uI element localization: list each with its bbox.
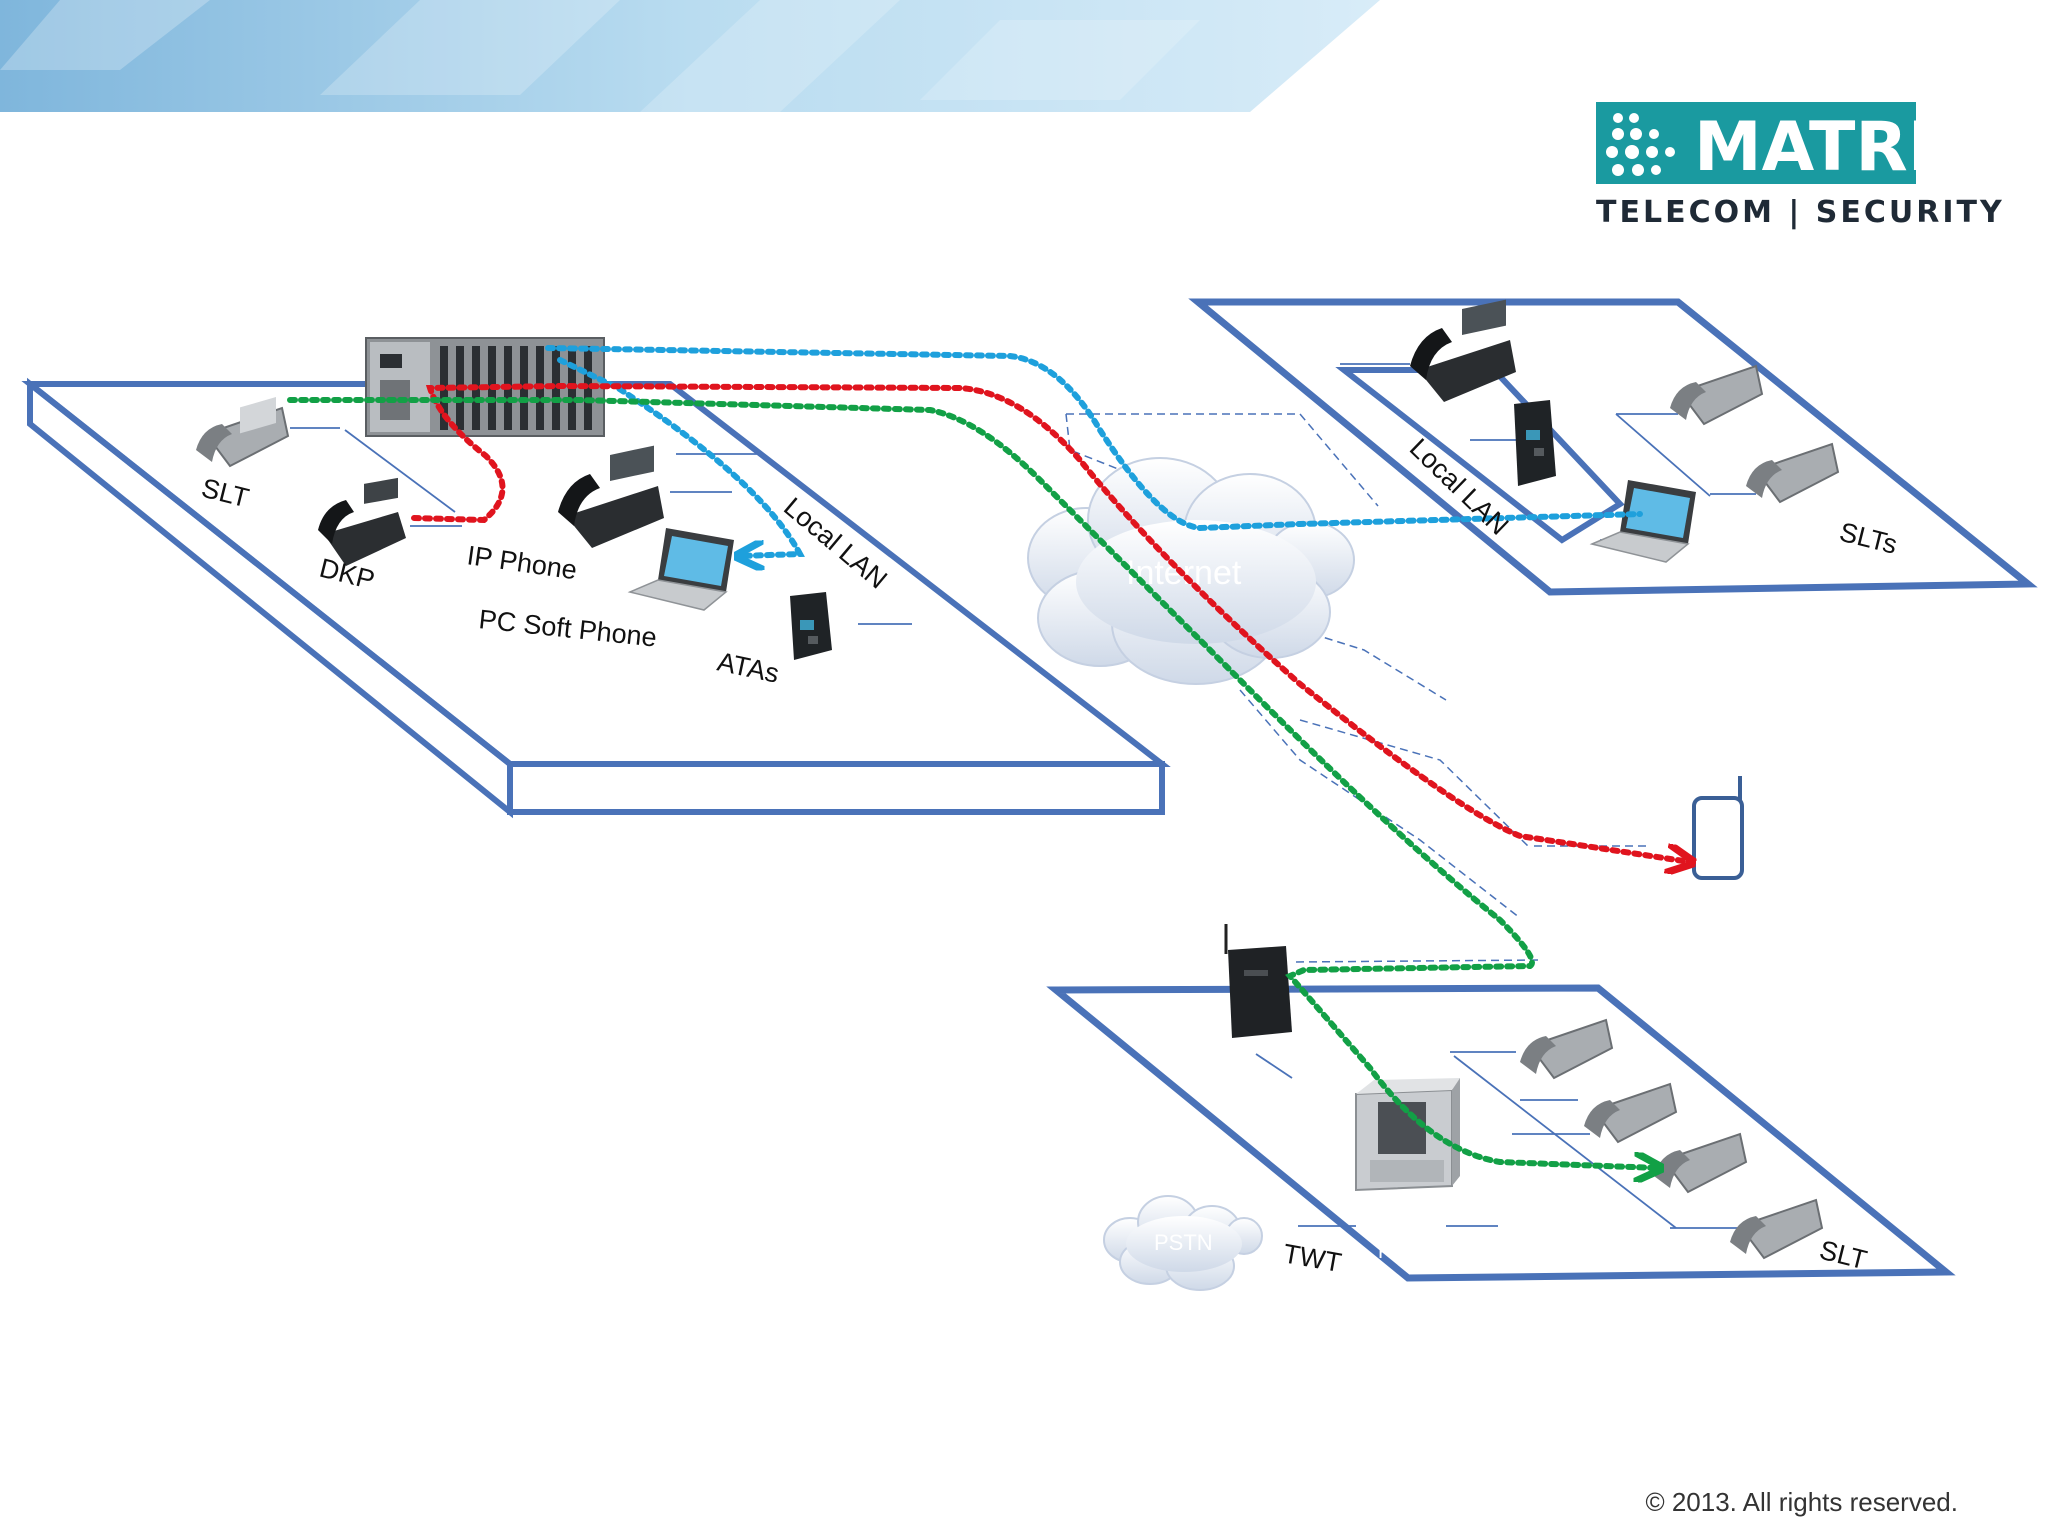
analog-phone-icon [1746,442,1840,504]
path-red-mobile [411,382,1690,862]
path-blue-branch [545,345,1643,532]
pbx-label: PBX [1378,1241,1418,1263]
analog-phone-icon [1670,364,1764,426]
pc-soft-phone-label: PC Soft Phone [477,604,658,653]
ip-phone-icon [558,445,664,548]
ip-phone-icon [1410,299,1516,402]
mobile-phone-icon [1692,776,1744,880]
matrix-logo: MATRIX TELECOM | SECURITY [1596,102,2005,230]
analog-phone-icon [1730,1198,1824,1260]
ata-icon [790,592,832,660]
header-banner [0,0,1380,112]
laptop-icon [1589,480,1696,563]
brand-name: MATRIX [1694,108,1986,187]
wan-dashed-lines [1065,413,1648,963]
dkp-label: DKP [317,553,378,596]
analog-phone-icon [1654,1132,1748,1194]
pbx-cabinet-icon [1355,1078,1460,1192]
twt-label: TWT [1281,1238,1344,1278]
atas-label: ATAs [715,647,782,689]
slt-remote-label: SLT [1817,1235,1870,1276]
ip-phone-label: IP Phone [465,540,579,585]
analog-phone-icon [196,397,290,468]
gateway-icon [1224,924,1292,1038]
laptop-icon [627,528,734,611]
pstn-cloud-icon [1103,1195,1263,1291]
pstn-label: PSTN [1154,1230,1213,1255]
copyright-notice: © 2013. All rights reserved. [1645,1487,1958,1517]
slt-label: SLT [199,473,252,514]
branch-office-platform [1188,298,2038,596]
slts-label: SLTs [1837,517,1901,560]
ata-icon [1514,400,1556,486]
path-green-remote [287,397,1658,1168]
analog-phone-icon [1584,1082,1678,1144]
call-paths [287,345,1690,1168]
analog-phone-icon [1520,1018,1614,1080]
brand-tagline: TELECOM | SECURITY [1596,195,2005,230]
remote-site-platform [1046,984,1956,1282]
connector-lines [290,363,1756,1229]
dkp-phone-icon [318,477,406,566]
